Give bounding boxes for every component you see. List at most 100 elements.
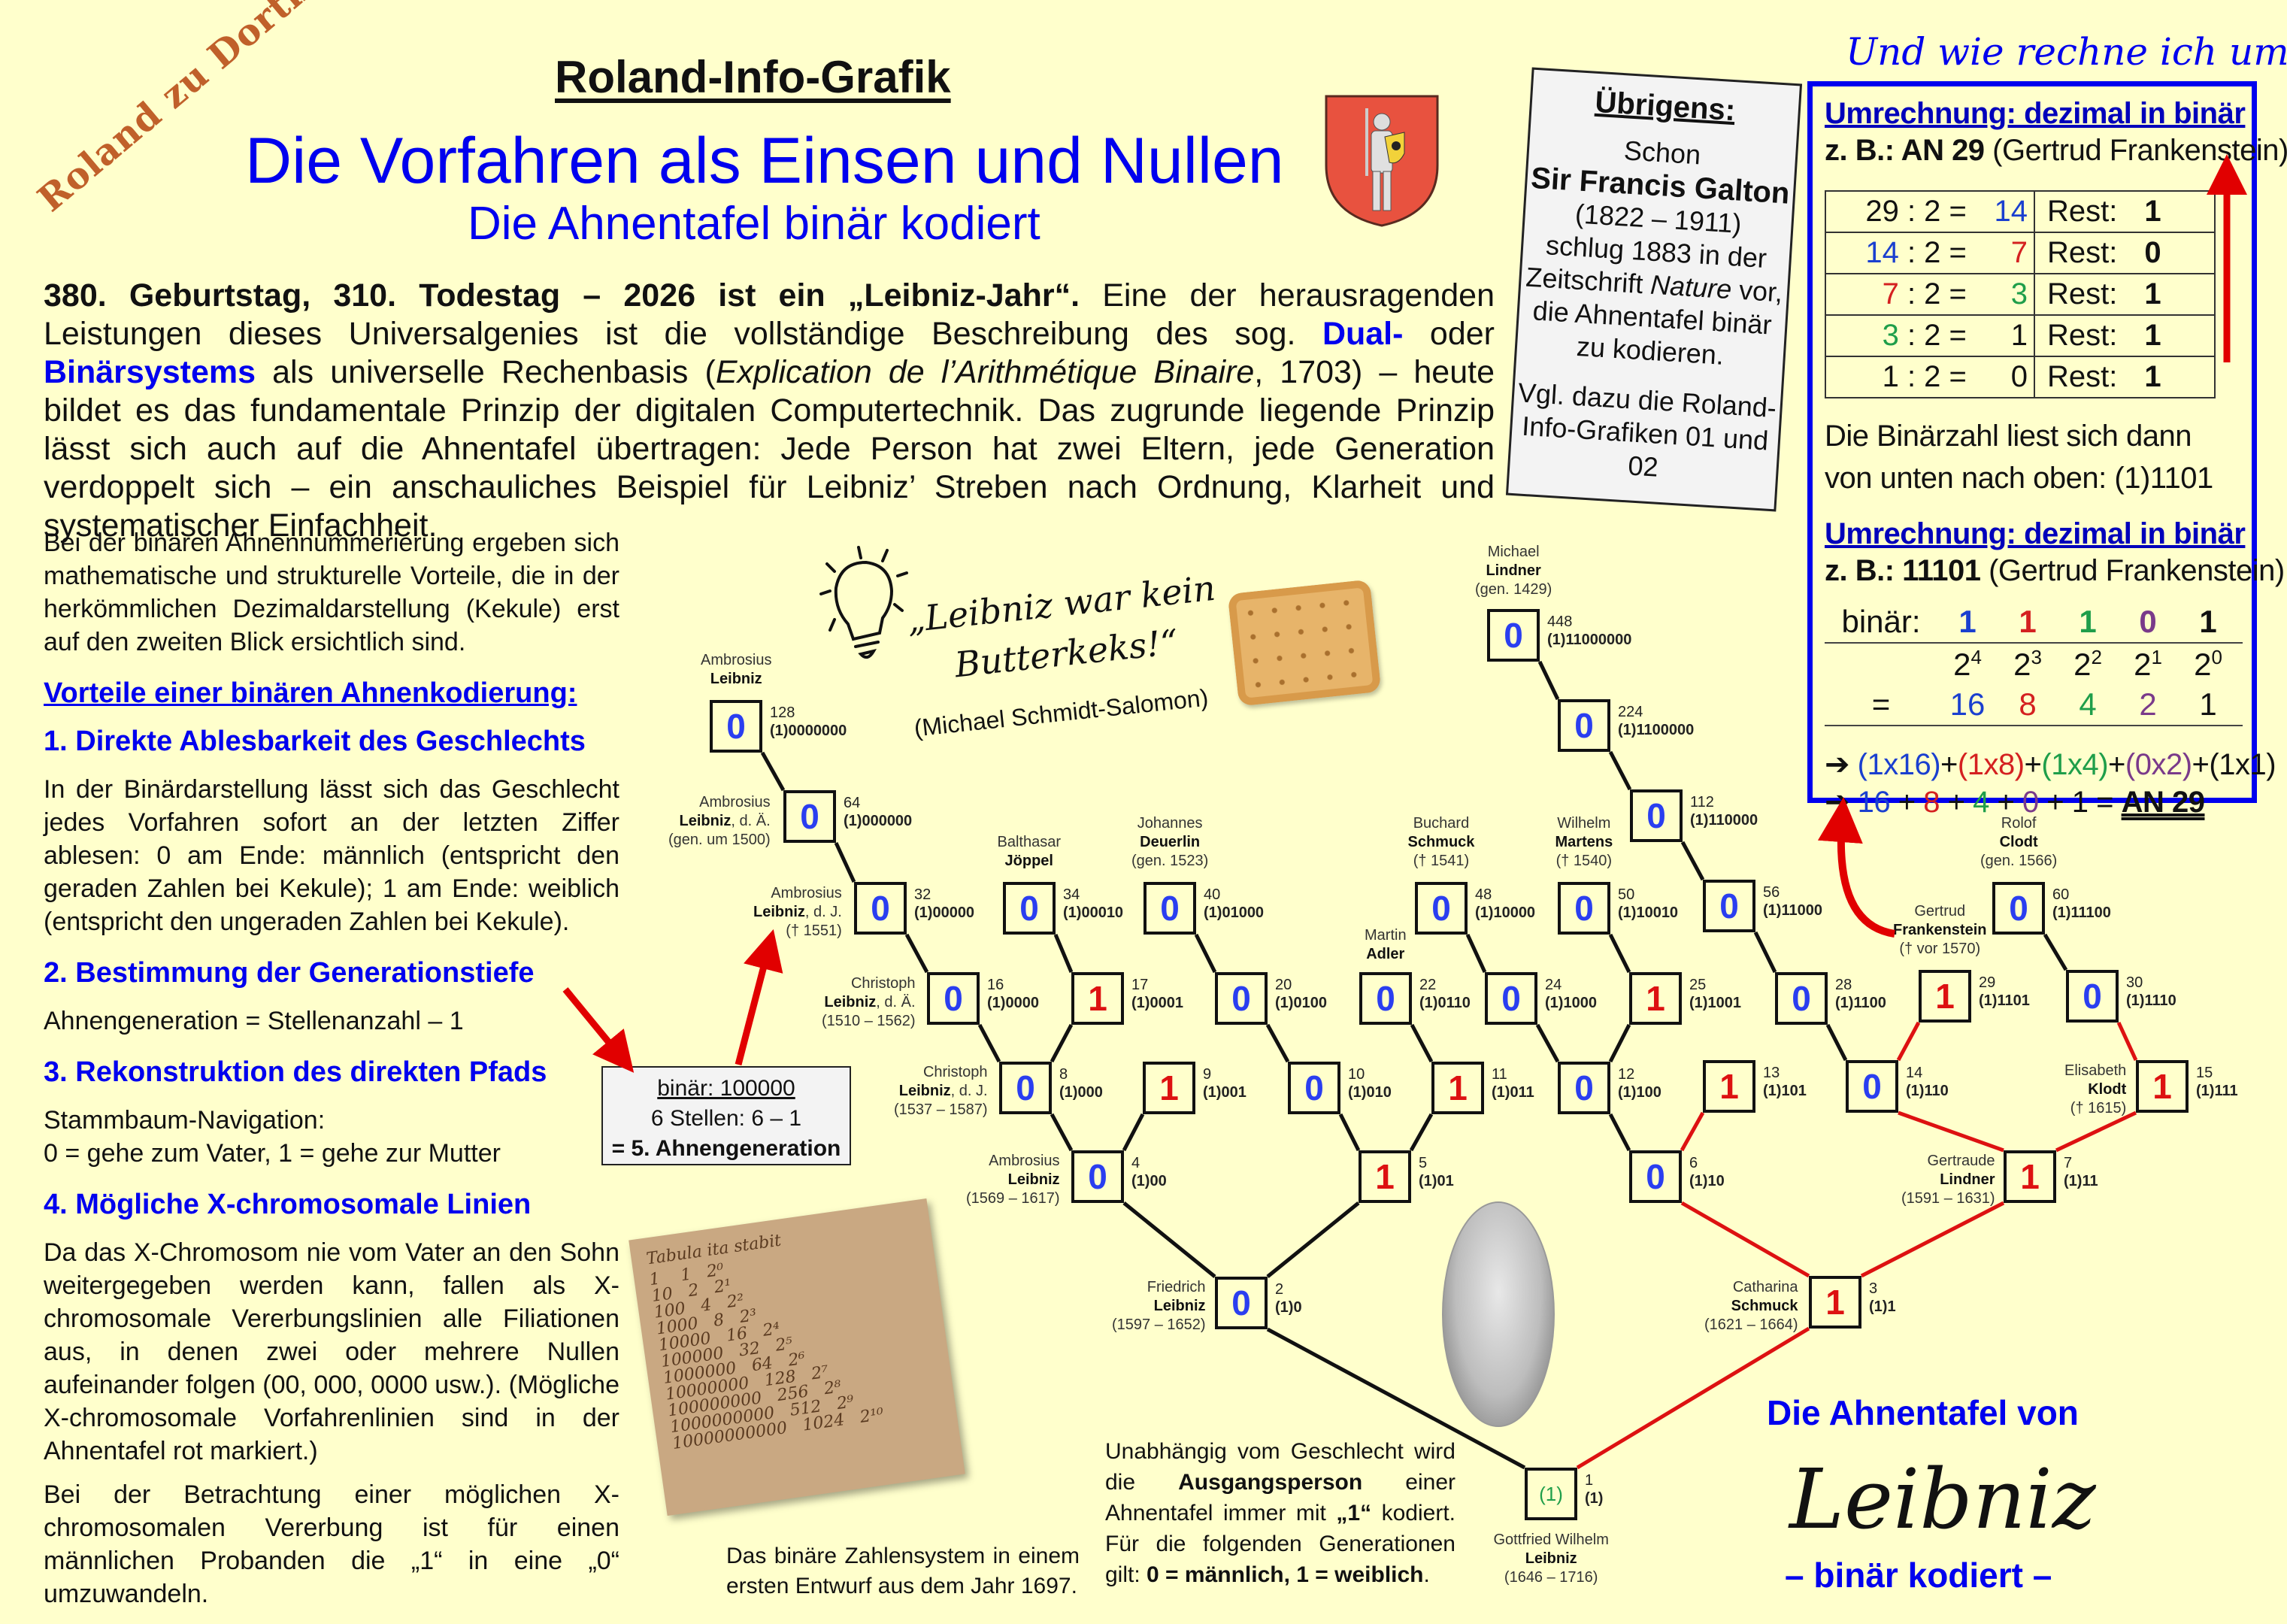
ancestor-node-17[interactable]: 1 bbox=[1071, 972, 1124, 1025]
ancestor-number-label: 32(1)00000 bbox=[914, 886, 975, 921]
page-title: Die Vorfahren als Einsen und Nullen bbox=[245, 125, 1284, 197]
ancestor-node-10[interactable]: 0 bbox=[1288, 1062, 1340, 1114]
series-title: Roland-Info-Grafik bbox=[555, 52, 951, 102]
ancestor-node-224[interactable]: 0 bbox=[1558, 699, 1610, 752]
ancestor-node-112[interactable]: 0 bbox=[1630, 789, 1683, 842]
draft-caption: Das binäre Zahlensystem in einem ersten … bbox=[726, 1544, 1080, 1598]
ancestor-node-40[interactable]: 0 bbox=[1144, 882, 1196, 935]
advantage-3-heading: 3. Rekonstruktion des direkten Pfads bbox=[44, 1056, 547, 1088]
ancestor-number-label: 112(1)110000 bbox=[1690, 794, 1758, 829]
leibniz-portrait bbox=[1442, 1201, 1555, 1427]
coat-of-arms-knight-icon bbox=[1325, 95, 1439, 227]
ancestor-node-25[interactable]: 1 bbox=[1629, 972, 1682, 1025]
conversion-read-text: Die Binärzahl liest sich dann von unten … bbox=[1825, 420, 2213, 495]
conversion-question: Und wie rechne ich um? bbox=[1846, 30, 2287, 74]
place-value: 4 bbox=[2079, 686, 2097, 722]
intro-lead: 380. Geburtstag, 310. Todestag – 2026 is… bbox=[44, 277, 1080, 314]
conversion-heading-1: Umrechnung: dezimal in binär bbox=[1825, 97, 2246, 130]
ancestor-node-11[interactable]: 1 bbox=[1431, 1062, 1484, 1114]
ancestor-node-29[interactable]: 1 bbox=[1919, 970, 1971, 1023]
ancestor-node-8[interactable]: 0 bbox=[999, 1062, 1052, 1114]
advantage-2-text: Ahnengeneration = Stellenanzahl – 1 bbox=[44, 1007, 464, 1035]
ancestor-node-32[interactable]: 0 bbox=[854, 882, 907, 935]
ancestor-node-13[interactable]: 1 bbox=[1703, 1060, 1755, 1113]
advantages-heading: Vorteile einer binären Ahnenkodierung: bbox=[44, 677, 577, 709]
ancestor-node-12[interactable]: 0 bbox=[1558, 1062, 1610, 1114]
ancestor-node-128[interactable]: 0 bbox=[710, 700, 762, 753]
binary-note-line1: binär: 100000 bbox=[657, 1076, 795, 1101]
ancestor-node-6[interactable]: 0 bbox=[1629, 1150, 1682, 1203]
equals-label: = bbox=[1871, 686, 1891, 722]
power-of-two: 23 bbox=[2013, 645, 2042, 682]
intro-text: Eine der herausragenden Leistungen diese… bbox=[44, 277, 1495, 352]
ancestor-number-label: 50(1)10010 bbox=[1618, 886, 1679, 921]
ancestor-node-22[interactable]: 0 bbox=[1359, 972, 1412, 1025]
page-subtitle: Die Ahnentafel binär kodiert bbox=[468, 198, 1041, 250]
left-intro: Bei der binären Ahnennummerierung ergebe… bbox=[44, 529, 619, 656]
ancestor-number-label: 1(1) bbox=[1585, 1472, 1604, 1507]
advantage-4-note: Bei der Betrachtung einer möglichen X-ch… bbox=[44, 1480, 619, 1608]
ancestor-node-4[interactable]: 0 bbox=[1071, 1150, 1124, 1203]
place-value: 2 bbox=[2139, 686, 2157, 722]
ancestor-number-label: 22(1)0110 bbox=[1419, 977, 1471, 1011]
ancestor-number-label: 29(1)1101 bbox=[1979, 974, 2030, 1009]
ancestor-node-2[interactable]: 0 bbox=[1215, 1277, 1268, 1329]
intro-paragraph: 380. Geburtstag, 310. Todestag – 2026 is… bbox=[44, 277, 1495, 545]
ancestor-node-5[interactable]: 1 bbox=[1359, 1150, 1411, 1203]
power-of-two: 24 bbox=[1953, 645, 1982, 682]
ancestor-node-16[interactable]: 0 bbox=[927, 972, 980, 1025]
intro-text: , 1703) – heute bildet es das fundamenta… bbox=[44, 354, 1495, 544]
ancestor-node-50[interactable]: 0 bbox=[1558, 882, 1610, 935]
ancestor-node-64[interactable]: 0 bbox=[783, 790, 836, 843]
ancestor-node-34[interactable]: 0 bbox=[1003, 882, 1056, 935]
binary-bit: 1 bbox=[2199, 604, 2217, 639]
ancestor-node-24[interactable]: 0 bbox=[1485, 972, 1537, 1025]
ancestor-node-448[interactable]: 0 bbox=[1487, 609, 1540, 662]
binary-note-line3: = 5. Ahnengeneration bbox=[611, 1136, 841, 1161]
binary-bit: 1 bbox=[2019, 604, 2037, 639]
ancestor-number-label: 9(1)001 bbox=[1203, 1066, 1246, 1101]
ancestor-number-label: 6(1)10 bbox=[1689, 1155, 1725, 1189]
binary-label: binär: bbox=[1841, 604, 1921, 639]
work-title: Explication de l’Arithmétique Binaire bbox=[715, 354, 1255, 390]
ancestor-node-1[interactable]: (1) bbox=[1525, 1468, 1577, 1520]
place-value: 1 bbox=[2199, 686, 2217, 722]
ancestor-node-3[interactable]: 1 bbox=[1809, 1276, 1861, 1329]
ancestor-node-14[interactable]: 0 bbox=[1846, 1060, 1898, 1113]
ancestor-number-label: 64(1)000000 bbox=[844, 795, 913, 829]
advantage-3-text-a: Stammbaum-Navigation: bbox=[44, 1106, 326, 1135]
binary-bit: 1 bbox=[2079, 604, 2097, 639]
ancestor-node-56[interactable]: 0 bbox=[1703, 880, 1755, 932]
ancestor-node-20[interactable]: 0 bbox=[1215, 972, 1268, 1025]
ancestor-node-30[interactable]: 0 bbox=[2066, 970, 2119, 1023]
binaer-term: Binärsystems bbox=[44, 354, 256, 390]
intro-text: oder bbox=[1403, 316, 1495, 352]
conversion-example-2: z. B.: 11101 (Gertrud Frankenstein) bbox=[1825, 554, 2285, 587]
ancestor-node-9[interactable]: 1 bbox=[1143, 1062, 1195, 1114]
ancestor-number-label: 3(1)1 bbox=[1869, 1280, 1896, 1315]
ancestor-node-28[interactable]: 0 bbox=[1775, 972, 1828, 1025]
conversion-sum: ➔ (1x16)+(1x8)+(1x4)+(0x2)+(1x1) ➔ 16 + … bbox=[1825, 746, 2276, 821]
ancestor-node-60[interactable]: 0 bbox=[1992, 882, 2045, 935]
ancestor-number-label: 14(1)110 bbox=[1906, 1065, 1949, 1099]
ancestor-number-label: 17(1)0001 bbox=[1131, 977, 1183, 1011]
ancestor-number-label: 128(1)0000000 bbox=[770, 704, 847, 739]
power-of-two: 22 bbox=[2073, 645, 2102, 682]
ancestor-number-label: 25(1)1001 bbox=[1689, 977, 1741, 1011]
ancestor-node-7[interactable]: 1 bbox=[2004, 1150, 2056, 1203]
ancestor-number-label: 8(1)000 bbox=[1059, 1066, 1103, 1101]
formula-line-2: ➔ 16 + 8 + 4 + 0 + 1 = AN 29 bbox=[1825, 786, 2205, 819]
ancestor-node-48[interactable]: 0 bbox=[1415, 882, 1468, 935]
ancestor-node-15[interactable]: 1 bbox=[2136, 1060, 2189, 1113]
